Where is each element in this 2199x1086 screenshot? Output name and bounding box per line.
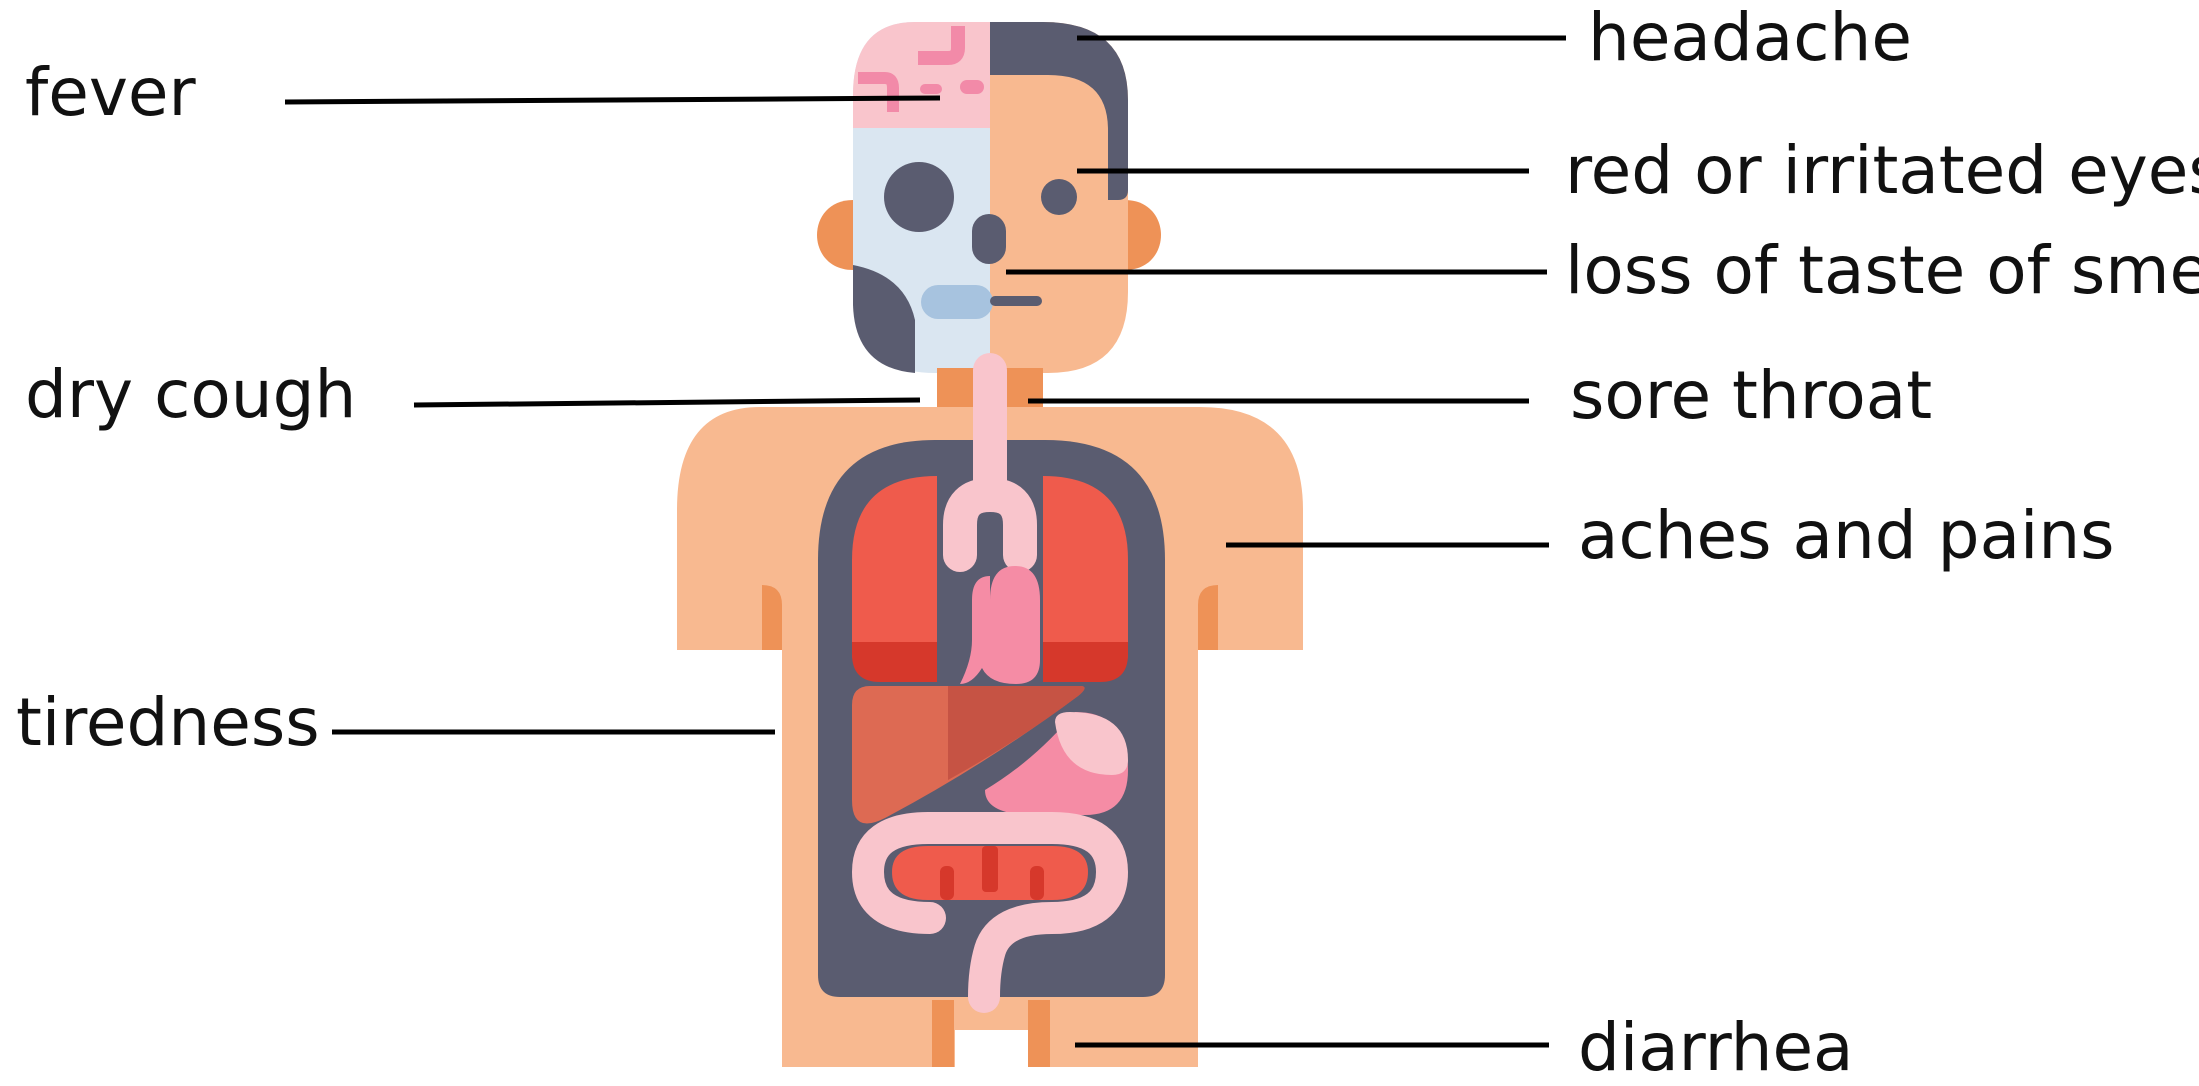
leader-dry-cough [414, 400, 920, 405]
right-leg-crease [1028, 1000, 1050, 1067]
intestine-fold-3 [1030, 866, 1044, 900]
leader-fever [285, 98, 940, 102]
teeth [921, 285, 993, 319]
intestine-fold-1 [940, 866, 954, 900]
label-loss-taste: loss of taste of smell [1565, 238, 2199, 304]
right-arm-crease [1198, 585, 1218, 650]
left-arm-crease [762, 585, 782, 650]
left-leg-crease [932, 1000, 954, 1067]
label-headache: headache [1588, 5, 1912, 71]
brain-fold-3 [920, 84, 942, 94]
eye-socket [884, 162, 954, 232]
label-red-eyes: red or irritated eyes [1565, 138, 2199, 204]
mouth [990, 296, 1042, 306]
label-tiredness: tiredness [16, 690, 320, 756]
right-ear [1125, 200, 1161, 270]
label-dry-cough: dry cough [25, 362, 356, 428]
label-diarrhea: diarrhea [1578, 1015, 1854, 1081]
label-sore-throat: sore throat [1570, 363, 1932, 429]
brain-fold-4 [960, 80, 984, 94]
label-fever: fever [25, 60, 196, 126]
left-ear [817, 200, 853, 270]
intestine-fold-2 [982, 846, 998, 892]
face-eye [1041, 179, 1077, 215]
left-lung-base [852, 642, 937, 682]
nasal-cavity [972, 214, 1006, 264]
right-lung-base [1043, 642, 1128, 682]
label-aches: aches and pains [1578, 503, 2115, 569]
